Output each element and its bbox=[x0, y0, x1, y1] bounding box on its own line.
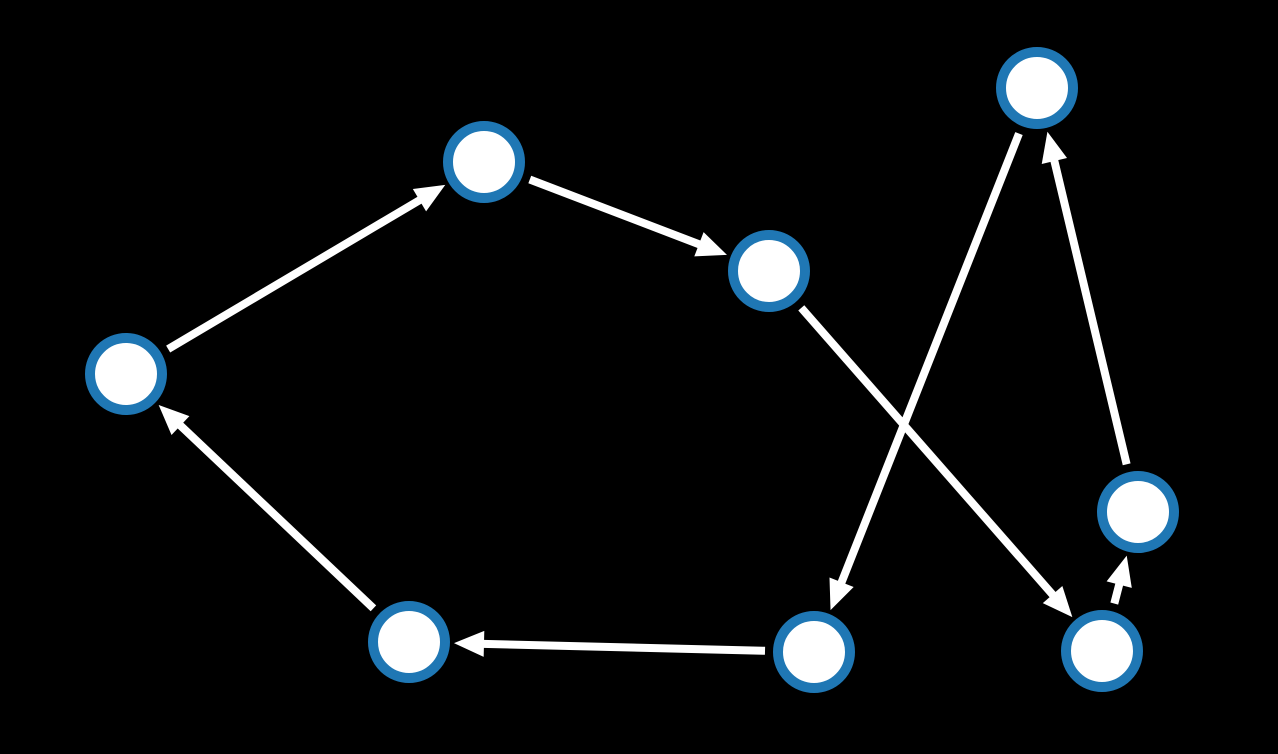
graph-node-mid bbox=[728, 230, 810, 312]
arrowhead-icon-bottom-mid-to-bottom-left bbox=[453, 630, 485, 657]
graph-node-left bbox=[85, 333, 167, 415]
arrowhead-icon-mid-to-bottom-right bbox=[1042, 586, 1073, 618]
arrowhead-icon-bottom-left-to-left bbox=[158, 404, 190, 436]
graph-edge-left-to-top-mid bbox=[166, 193, 427, 353]
graph-node-bottom-right bbox=[1061, 610, 1143, 692]
graph-node-top-right bbox=[996, 47, 1078, 129]
graph-node-bottom-mid bbox=[773, 611, 855, 693]
graph-edge-mid-to-bottom-right bbox=[798, 305, 1060, 602]
graph-edge-top-right-to-bottom-mid bbox=[835, 132, 1023, 590]
graph-edge-bottom-left-to-left bbox=[173, 418, 377, 612]
graph-node-top-mid bbox=[443, 121, 525, 203]
graph-node-bottom-left bbox=[368, 601, 450, 683]
arrowhead-icon-right-to-top-right bbox=[1041, 131, 1068, 164]
arrowhead-icon-top-right-to-bottom-mid bbox=[829, 577, 854, 611]
arrowhead-icon-left-to-top-mid bbox=[412, 184, 446, 212]
arrowhead-icon-bottom-right-to-right bbox=[1106, 555, 1132, 588]
arrowhead-icon-top-mid-to-mid bbox=[694, 232, 727, 257]
graph-edge-top-mid-to-mid bbox=[528, 175, 706, 251]
graph-node-right bbox=[1097, 471, 1179, 553]
graph-edge-right-to-top-right bbox=[1049, 154, 1131, 466]
graph-edge-bottom-mid-to-bottom-left bbox=[477, 639, 766, 655]
